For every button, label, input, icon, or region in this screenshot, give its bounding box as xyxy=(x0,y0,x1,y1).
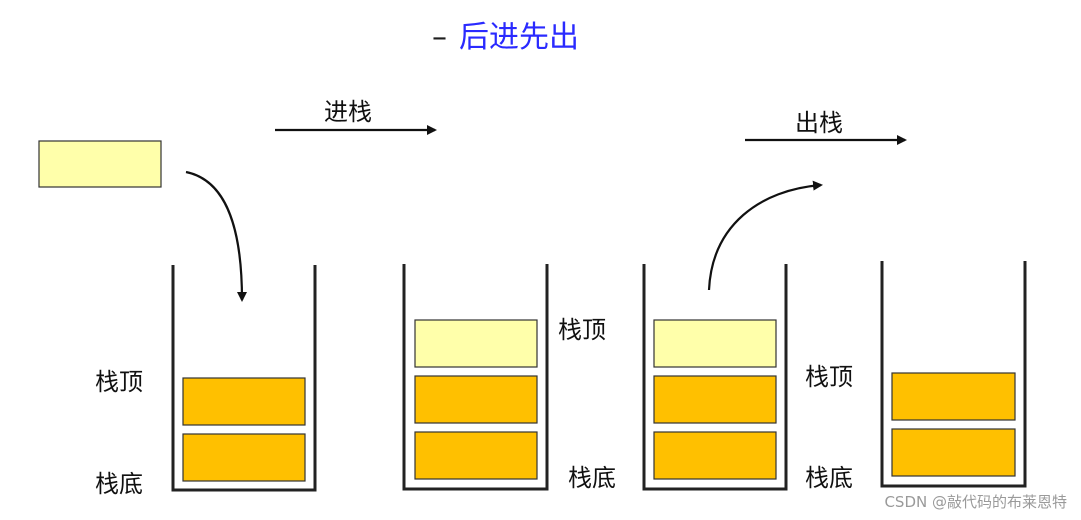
watermark: CSDN @敲代码的布莱恩特 xyxy=(884,493,1067,511)
diagram-title: – 后进先出 xyxy=(432,12,579,56)
incoming-element xyxy=(38,140,162,188)
stack-1-container xyxy=(171,265,317,492)
stack-3-element-3 xyxy=(653,319,777,368)
stack-2-element-3 xyxy=(414,319,538,368)
stack-3-element-2 xyxy=(653,375,777,424)
stack-3-bottom-label: 栈底 xyxy=(568,464,616,492)
stack-3-element-1 xyxy=(653,431,777,480)
stack-1-element-2 xyxy=(182,377,306,426)
pop-curve-arrow xyxy=(707,180,823,291)
stack-4-element-2 xyxy=(891,372,1016,421)
pop-label: 出栈 xyxy=(795,109,843,137)
stack-2-top-label: 栈顶 xyxy=(558,316,606,344)
stack-2-element-2 xyxy=(414,375,538,424)
stack-3-container xyxy=(642,264,788,491)
stack-2-element-1 xyxy=(414,431,538,480)
stack-1-element-1 xyxy=(182,433,306,482)
stack-4-bottom-label: 栈底 xyxy=(805,464,853,492)
push-label: 进栈 xyxy=(324,98,372,126)
stack-4-container xyxy=(880,261,1027,488)
stack-2-container xyxy=(402,264,549,491)
stack-1-bottom-label: 栈底 xyxy=(95,470,143,498)
push-curve-arrow xyxy=(185,170,247,302)
title-text: 后进先出 xyxy=(459,20,579,55)
title-dash: – xyxy=(432,20,447,55)
stack-1-top-label: 栈顶 xyxy=(95,368,143,396)
stack-4-element-1 xyxy=(891,428,1016,477)
stack-4-top-label: 栈顶 xyxy=(805,363,853,391)
